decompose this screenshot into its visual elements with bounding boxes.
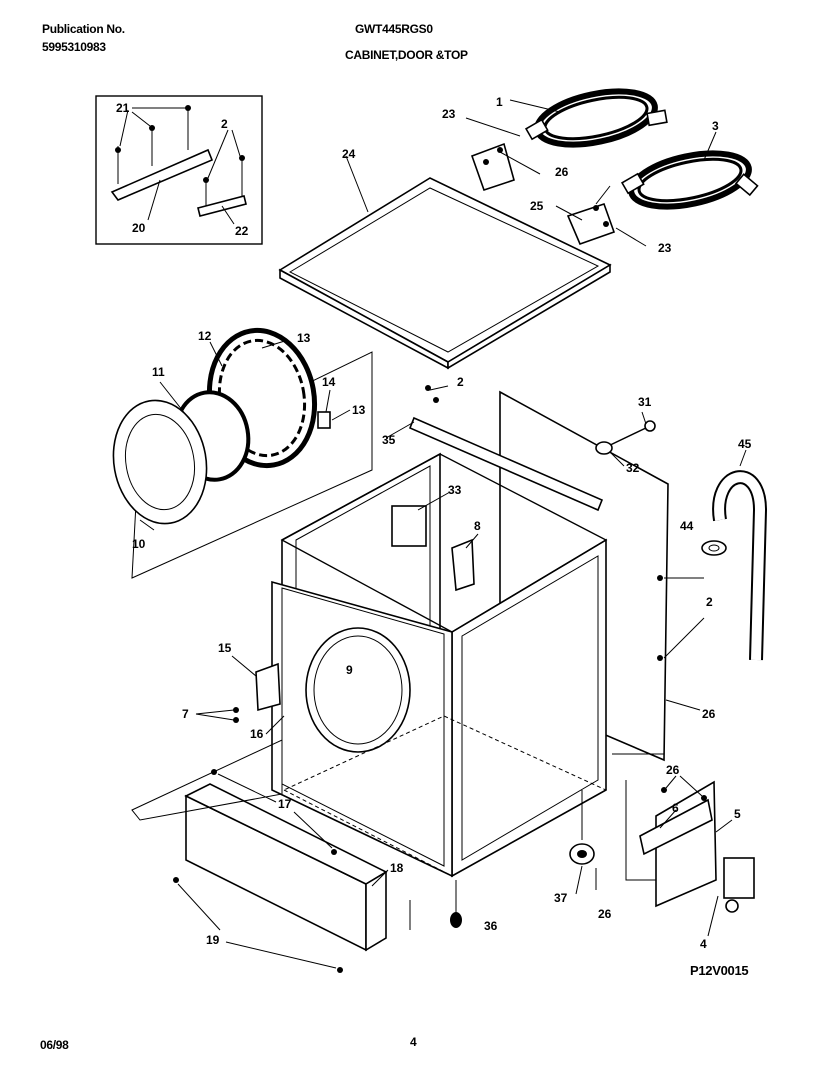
callout-14: 14 xyxy=(322,375,336,389)
publication-label: Publication No. xyxy=(42,22,125,36)
callout-18: 18 xyxy=(390,861,404,875)
callout-4: 4 xyxy=(700,937,707,951)
callout-10: 10 xyxy=(132,537,146,551)
model-number: GWT445RGS0 xyxy=(355,22,433,36)
callout-11: 11 xyxy=(152,365,165,379)
callout-2-right: 2 xyxy=(706,595,713,609)
callout-25: 25 xyxy=(530,199,544,213)
callout-13-top: 13 xyxy=(297,331,311,345)
callout-2-inset: 2 xyxy=(221,117,228,131)
drain-hose xyxy=(701,449,768,661)
callout-12: 12 xyxy=(198,329,212,343)
callout-23-top: 23 xyxy=(442,107,456,121)
terminal-bracket xyxy=(612,753,755,937)
footer-date: 06/98 xyxy=(40,1038,69,1052)
callout-15: 15 xyxy=(218,641,232,655)
callout-labels: 21 2 20 22 1 23 3 24 26 25 23 12 13 11 1… xyxy=(116,95,752,951)
callout-22: 22 xyxy=(235,224,249,238)
callout-19: 19 xyxy=(206,933,220,947)
callout-36: 36 xyxy=(484,919,498,933)
hardware-inset xyxy=(95,95,263,245)
cabinet xyxy=(195,385,705,878)
callout-26-bottom: 26 xyxy=(598,907,612,921)
callout-23-right: 23 xyxy=(658,241,672,255)
callout-20: 20 xyxy=(132,221,146,235)
callout-3: 3 xyxy=(712,119,719,133)
callout-21: 21 xyxy=(116,101,130,115)
callout-7: 7 xyxy=(182,707,189,721)
callout-6: 6 xyxy=(672,801,679,815)
feet xyxy=(450,790,597,928)
callout-35: 35 xyxy=(382,433,396,447)
callout-32: 32 xyxy=(626,461,640,475)
callout-37: 37 xyxy=(554,891,568,905)
callout-2-top: 2 xyxy=(457,375,464,389)
top-cover xyxy=(278,155,612,370)
top-brackets xyxy=(465,117,647,247)
fill-hoses xyxy=(509,88,759,210)
callout-24: 24 xyxy=(342,147,356,161)
publication-number: 5995310983 xyxy=(42,40,106,54)
callout-8: 8 xyxy=(474,519,481,533)
callout-45: 45 xyxy=(738,437,752,451)
kick-panel xyxy=(131,739,411,973)
callout-17: 17 xyxy=(278,797,292,811)
diagram-code: P12V0015 xyxy=(690,963,749,978)
callout-16: 16 xyxy=(250,727,264,741)
callout-5: 5 xyxy=(734,807,741,821)
callout-44: 44 xyxy=(680,519,694,533)
callout-9: 9 xyxy=(346,663,353,677)
section-title: CABINET,DOOR &TOP xyxy=(345,48,468,62)
footer-page: 4 xyxy=(410,1035,417,1049)
callout-26-top: 26 xyxy=(555,165,569,179)
door-assembly xyxy=(112,327,373,579)
callout-26-right: 26 xyxy=(702,707,716,721)
callout-1: 1 xyxy=(496,95,503,109)
callout-33: 33 xyxy=(448,483,462,497)
callout-31: 31 xyxy=(638,395,652,409)
callout-13-side: 13 xyxy=(352,403,366,417)
callout-26-bracket: 26 xyxy=(666,763,680,777)
